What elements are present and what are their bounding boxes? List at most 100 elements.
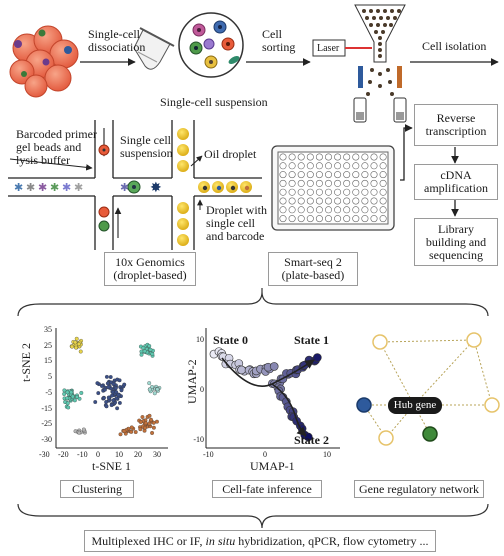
well [288, 162, 296, 170]
well [324, 171, 332, 179]
clustering-title: Clustering [60, 480, 134, 498]
well [343, 197, 351, 205]
tsne-point [150, 352, 155, 356]
well [379, 215, 387, 223]
well [343, 179, 351, 187]
well [306, 171, 314, 179]
state1-label: State 1 [294, 333, 329, 347]
tsne-point [155, 387, 160, 392]
svg-text:✸: ✸ [150, 180, 162, 196]
tsne-point [138, 420, 143, 425]
umap-point [269, 362, 279, 371]
tsne-point [78, 349, 83, 354]
tsne-point [150, 385, 154, 389]
tsne-point [149, 417, 153, 422]
cdna-box: cDNA amplification [414, 164, 498, 200]
tick-label: -10 [203, 450, 214, 459]
well [370, 215, 378, 223]
well [379, 188, 387, 196]
well [379, 206, 387, 214]
tick-label: 0 [263, 450, 267, 459]
well [352, 188, 360, 196]
well [334, 162, 342, 170]
tick-label: -15 [41, 403, 52, 413]
well [324, 179, 332, 187]
well [306, 179, 314, 187]
suspension-illustration [178, 12, 244, 78]
well [334, 206, 342, 214]
tsne-point [133, 430, 138, 435]
oil-droplets [177, 128, 252, 246]
tick-label: -20 [58, 450, 69, 459]
oil-droplet-label: Oil droplet [204, 147, 257, 161]
tsne-point [110, 393, 114, 398]
tsne-point [118, 432, 123, 437]
well [343, 206, 351, 214]
isolation-label: Cell isolation [422, 39, 487, 53]
well [379, 171, 387, 179]
tsne-point [93, 400, 98, 404]
well [370, 171, 378, 179]
tsne-point [147, 387, 152, 392]
well [343, 153, 351, 161]
arrow-beads [9, 158, 93, 171]
well [297, 206, 305, 214]
well [288, 171, 296, 179]
well [343, 215, 351, 223]
tsne-point [139, 352, 144, 357]
well [361, 179, 369, 187]
single-cell-suspension-label: Single cell suspension [120, 133, 173, 160]
tsne-point [147, 381, 152, 386]
umap-plot [205, 328, 340, 449]
umap-point [313, 353, 322, 362]
tsne-point [70, 394, 75, 399]
tick-label: 10 [115, 450, 123, 459]
tick-label: 0 [96, 450, 100, 459]
state0-label: State 0 [213, 333, 248, 347]
tsne-point [119, 388, 124, 393]
tick-label: -5 [45, 387, 52, 397]
tsne-point [74, 336, 79, 341]
tick-label: 0 [200, 385, 204, 394]
well [279, 188, 287, 196]
well [352, 215, 360, 223]
dissociation-label: Single-cell dissociation [88, 27, 146, 54]
tick-label: -25 [41, 419, 52, 429]
tsne-point [122, 429, 127, 434]
tsne-point [129, 429, 134, 434]
tick-label: -10 [77, 450, 88, 459]
tsne-point [147, 344, 152, 348]
well [288, 215, 296, 223]
tsne-point [62, 392, 67, 396]
tsne-point [109, 403, 114, 408]
svg-text:✱: ✱ [26, 181, 35, 194]
tsne-point [66, 405, 71, 410]
well [334, 153, 342, 161]
tsne-point [115, 406, 120, 411]
well [334, 179, 342, 187]
well [288, 188, 296, 196]
well [315, 179, 323, 187]
well [361, 162, 369, 170]
well [315, 188, 323, 196]
well [297, 153, 305, 161]
tsne-point [81, 427, 86, 432]
brace-bottom [17, 503, 489, 529]
smartseq-box: Smart-seq 2 (plate-based) [268, 252, 358, 286]
well [361, 197, 369, 205]
well [343, 171, 351, 179]
tsne-point [143, 421, 148, 426]
tsne-point [150, 430, 155, 435]
laser-label: Laser [317, 43, 340, 54]
svg-text:✱: ✱ [120, 181, 129, 194]
well [370, 153, 378, 161]
laser-icon [312, 39, 372, 57]
tsne-point [155, 419, 159, 424]
well [361, 215, 369, 223]
tick-label: -30 [39, 450, 50, 459]
tsne-point [129, 425, 134, 430]
tsne-point [117, 400, 122, 405]
tick-label: 20 [134, 450, 142, 459]
library-box: Library building and sequencing [414, 218, 498, 266]
well [379, 162, 387, 170]
